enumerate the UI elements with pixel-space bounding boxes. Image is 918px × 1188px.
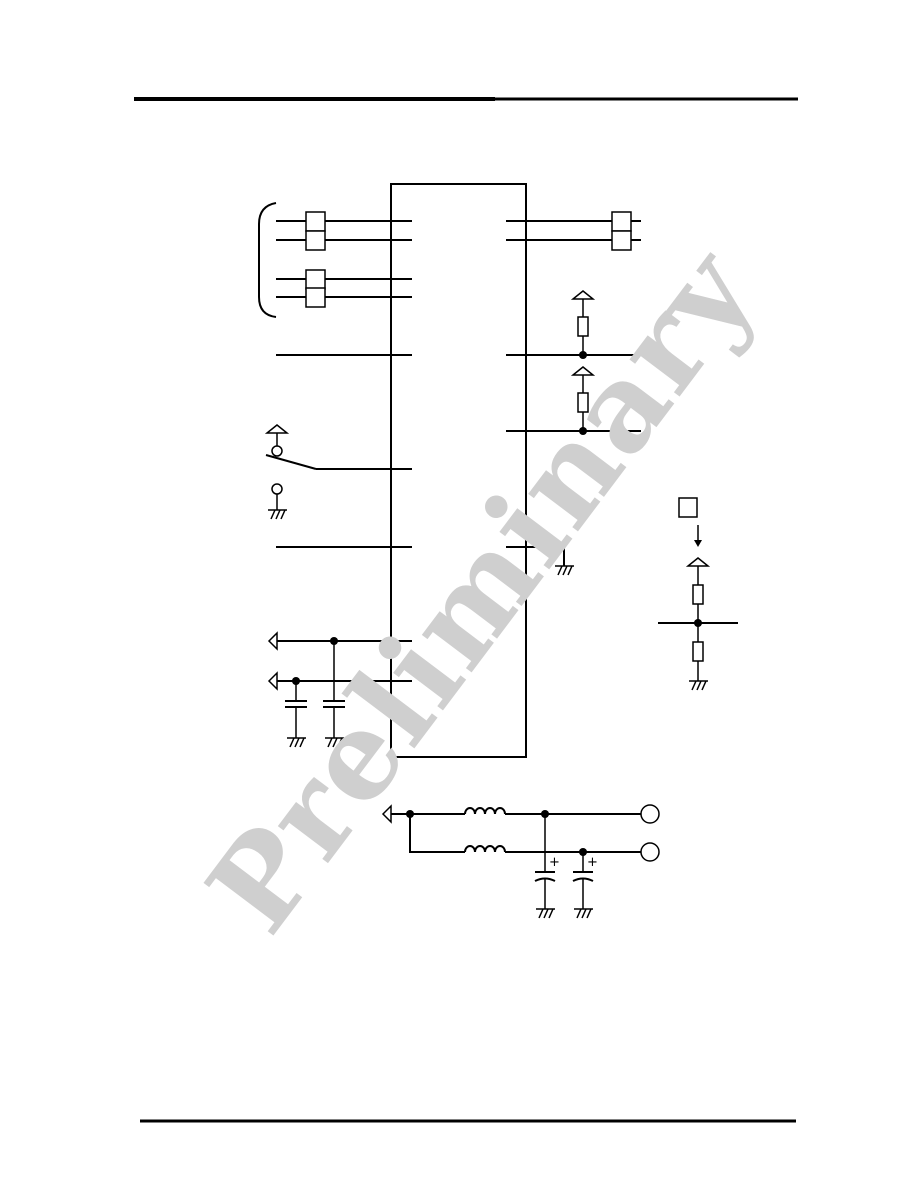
inductor xyxy=(464,807,506,815)
series-resistor xyxy=(305,230,326,251)
series-resistor xyxy=(611,230,632,251)
ic-package xyxy=(390,183,527,758)
polarity-mark: + xyxy=(587,855,598,870)
polarity-mark: + xyxy=(549,855,560,870)
series-resistor xyxy=(305,211,326,232)
series-resistor xyxy=(611,211,632,232)
terminal xyxy=(640,804,660,824)
pullup-resistor-2 xyxy=(506,366,641,435)
resistor-divider-inset xyxy=(658,497,738,691)
left-pair-1 xyxy=(276,211,412,251)
pullup-resistor-1 xyxy=(506,290,641,359)
left-pair-2 xyxy=(276,269,412,308)
left-bracket xyxy=(258,202,277,318)
power-filter: + + xyxy=(381,804,660,919)
right-pair xyxy=(506,211,641,251)
supply-decoupling xyxy=(267,631,412,748)
right-ground-pin xyxy=(506,546,574,576)
terminal xyxy=(640,842,660,862)
inductor xyxy=(464,845,506,853)
legend-box xyxy=(678,497,698,518)
series-resistor xyxy=(305,287,326,308)
switch xyxy=(264,424,412,520)
series-resistor xyxy=(305,269,326,290)
